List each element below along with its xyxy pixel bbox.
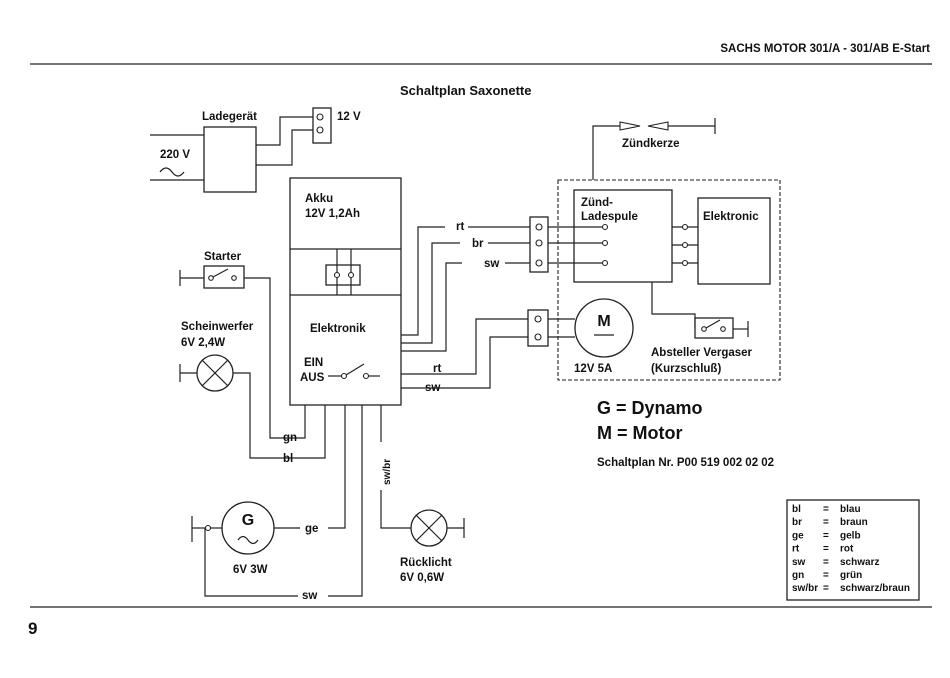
charger-output-label: 12 V (337, 111, 361, 123)
legend-equals: = (823, 517, 829, 528)
wire-sw-generator: sw (302, 590, 317, 602)
carb-switch-box (694, 317, 734, 339)
charger-output-terminal (312, 107, 332, 144)
engine-unit-outline (557, 179, 781, 381)
battery-spec: 12V 1,2Ah (305, 208, 360, 220)
carb-switch-icon (701, 319, 726, 332)
electronics-label: Elektronik (310, 323, 366, 335)
legend-equals: = (823, 583, 829, 594)
wire-ge: ge (305, 523, 318, 535)
taillight-lamp-icon (410, 509, 448, 547)
elektronic-module-box (697, 197, 771, 285)
m-motor-note: M = Motor (597, 423, 683, 443)
wire-rt-top: rt (456, 221, 464, 233)
switch-off-label: AUS (300, 372, 325, 384)
starter-switch-icon (208, 268, 237, 281)
legend-color-name: gelb (840, 530, 861, 541)
legend-abbr: sw/br (792, 583, 818, 594)
legend-equals: = (823, 570, 829, 581)
legend-abbr: sw (792, 557, 806, 568)
g-dynamo-note: G = Dynamo (597, 398, 703, 418)
color-legend (786, 499, 920, 601)
starter-switch-box (203, 265, 245, 289)
legend-equals: = (823, 504, 829, 515)
on-off-switch-icon (328, 363, 380, 380)
ignition-coil-box (573, 189, 673, 283)
elektronic-module-label: Elektronic (703, 211, 759, 223)
spark-plug-icon (619, 121, 669, 131)
charger-label: Ladegerät (202, 111, 257, 123)
starter-label: Starter (204, 251, 242, 263)
headlight-lamp-icon (196, 354, 234, 392)
ac-wave-icon (159, 167, 185, 177)
motor-icon (574, 298, 634, 358)
taillight-label: Rücklicht (400, 557, 452, 569)
legend-abbr: bl (792, 504, 801, 515)
battery-label: Akku (305, 193, 333, 205)
legend-color-name: rot (840, 544, 854, 555)
headlight-spec: 6V 2,4W (181, 337, 225, 349)
page-number: 9 (28, 619, 37, 638)
header-title: SACHS MOTOR 301/A - 301/AB E-Start (720, 43, 930, 55)
carb-switch-label-1: Absteller Vergaser (651, 347, 753, 359)
battery-internal-connector (325, 264, 361, 286)
carb-switch-label-2: (Kurzschluß) (651, 363, 721, 375)
legend-color-name: blau (840, 504, 861, 515)
wire-sw-bottom: sw (425, 382, 440, 394)
wire-sw-top: sw (484, 258, 499, 270)
legend-abbr: rt (792, 544, 800, 555)
mains-voltage-label: 220 V (160, 149, 190, 161)
legend-equals: = (823, 544, 829, 555)
legend-equals: = (823, 557, 829, 568)
switch-on-label: EIN (304, 357, 323, 369)
legend-color-name: schwarz/braun (840, 583, 910, 594)
legend-abbr: br (792, 517, 802, 528)
motor-symbol: M (597, 313, 610, 330)
motor-spec: 12V 5A (574, 363, 612, 375)
legend-abbr: ge (792, 530, 804, 541)
wire-rt-bottom: rt (433, 363, 441, 375)
wire-sw-br: sw/br (382, 459, 393, 485)
legend-rows: bl = blau br = braun ge = gelb rt = rot sw = schwarz gn… (792, 504, 910, 594)
generator-symbol: G (242, 512, 254, 529)
generator-spec: 6V 3W (233, 564, 268, 576)
legend-abbr: gn (792, 570, 804, 581)
diagram-title: Schaltplan Saxonette (400, 83, 531, 98)
connector-block-motor (527, 309, 549, 347)
legend-color-name: schwarz (840, 557, 879, 568)
spark-plug-label: Zündkerze (622, 138, 680, 150)
charger-box (203, 126, 257, 193)
legend-color-name: grün (840, 570, 862, 581)
taillight-spec: 6V 0,6W (400, 572, 444, 584)
legend-color-name: braun (840, 517, 868, 528)
legend-equals: = (823, 530, 829, 541)
wire-gn: gn (283, 432, 297, 444)
headlight-label: Scheinwerfer (181, 321, 254, 333)
wire-bl: bl (283, 453, 293, 465)
plan-number: Schaltplan Nr. P00 519 002 02 02 (597, 457, 774, 469)
ignition-coil-label-2: Ladespule (581, 211, 638, 223)
ignition-coil-label-1: Zünd- (581, 197, 613, 209)
wire-br-top: br (472, 238, 484, 250)
